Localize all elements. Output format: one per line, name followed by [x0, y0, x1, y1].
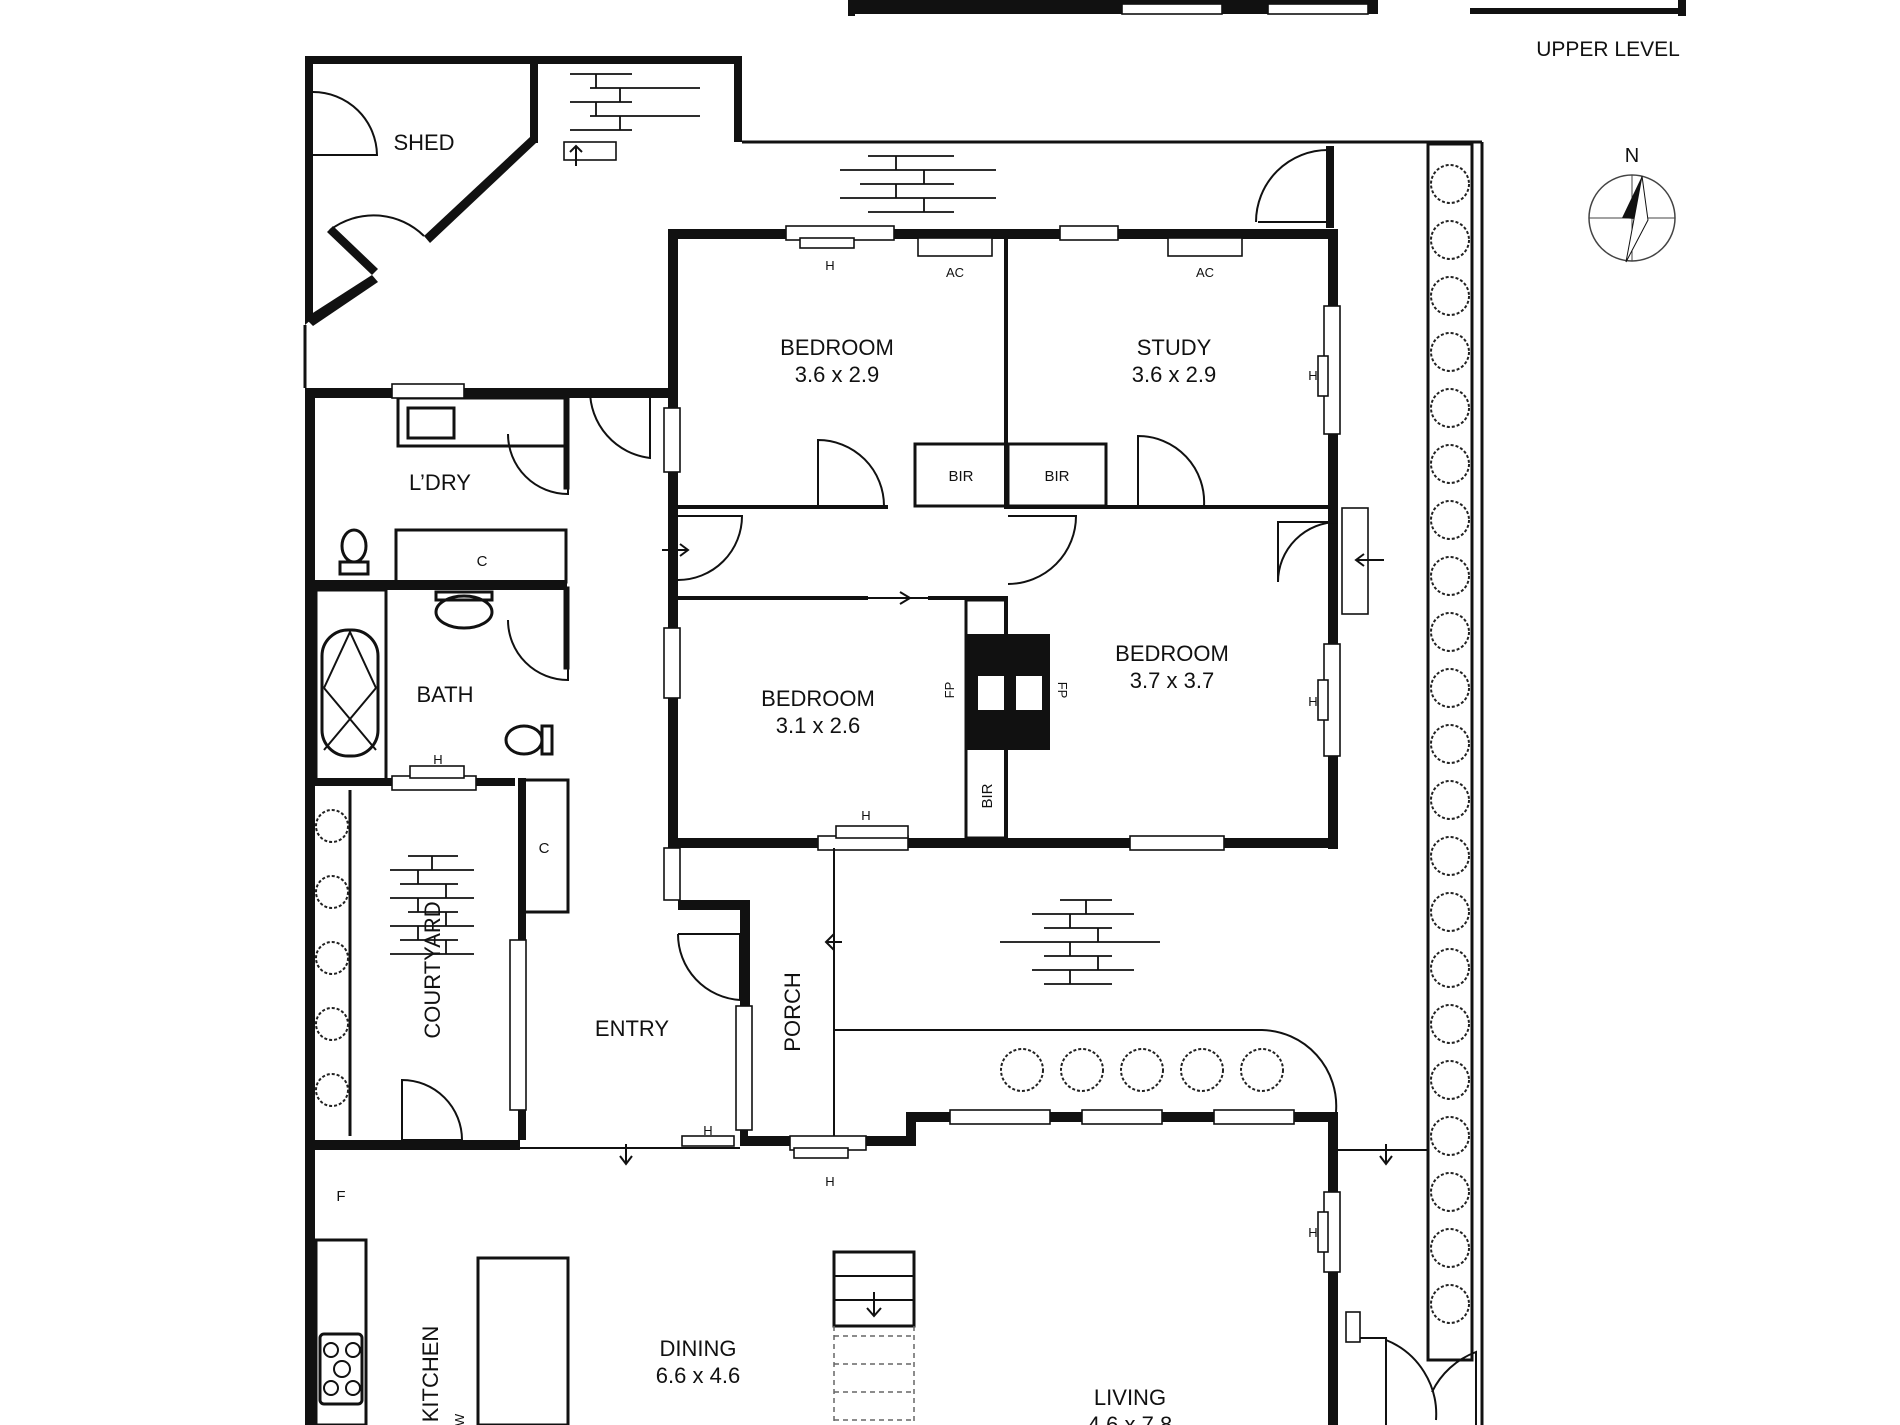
heater-label-1: H: [825, 258, 834, 273]
courtyard-area: [315, 790, 474, 1136]
fireplace-label-1: FP: [942, 682, 957, 699]
shrub: [315, 875, 349, 909]
shrub: [1430, 780, 1470, 820]
window-label: W: [452, 1413, 467, 1425]
living-label: LIVING: [1094, 1385, 1166, 1410]
heater-label-2: H: [1308, 368, 1317, 383]
bedroom-2-dimensions: 3.1 x 2.6: [776, 713, 860, 738]
cupboard-label-2: C: [539, 840, 550, 857]
dining-dimensions: 6.6 x 4.6: [656, 1363, 740, 1388]
shrub: [1430, 612, 1470, 652]
shrub: [1430, 668, 1470, 708]
kitchen-features: [314, 1238, 916, 1425]
upper-level-label: UPPER LEVEL: [1536, 38, 1680, 61]
shrub: [1060, 1048, 1104, 1092]
shrub: [1430, 1004, 1470, 1044]
shrub: [315, 1073, 349, 1107]
shrub: [315, 1007, 349, 1041]
shrub: [1430, 556, 1470, 596]
shrub: [1430, 836, 1470, 876]
shrub: [1430, 388, 1470, 428]
house-walls: [305, 229, 1338, 1425]
fixtures: [320, 406, 554, 758]
shrub: [1430, 892, 1470, 932]
shrub: [1430, 164, 1470, 204]
shrub: [1430, 1228, 1470, 1268]
shrub: [1430, 1172, 1470, 1212]
front-garden: [824, 848, 1338, 1136]
heater-label-4: H: [861, 808, 870, 823]
shrub: [315, 809, 349, 843]
heater-label-6: H: [703, 1123, 712, 1138]
shrub: [1430, 332, 1470, 372]
bath-label: BATH: [416, 682, 473, 707]
shrub: [1430, 1060, 1470, 1100]
heater-label-3: H: [1308, 694, 1317, 709]
shrub: [1180, 1048, 1224, 1092]
upper-level-plan: [848, 0, 1686, 16]
shrub: [1430, 444, 1470, 484]
bir-label-2: BIR: [1044, 468, 1069, 485]
bir-label-1: BIR: [948, 468, 973, 485]
door-swings: [401, 389, 1477, 1425]
bedroom-1-label: BEDROOM: [780, 335, 894, 360]
living-dimensions: 4.6 x 7.8: [1088, 1412, 1172, 1425]
shed-label: SHED: [393, 130, 454, 155]
shrub: [1430, 948, 1470, 988]
shrub: [1120, 1048, 1164, 1092]
compass-icon: [1588, 174, 1676, 263]
entry-label: ENTRY: [595, 1016, 669, 1041]
hall-arrows: [619, 507, 1428, 1166]
shrub: [1240, 1048, 1284, 1092]
dining-label: DINING: [660, 1336, 737, 1361]
heater-label-8: H: [1308, 1225, 1317, 1240]
shed-structure: [305, 56, 742, 326]
ac-label-2: AC: [1196, 265, 1214, 280]
north-label: N: [1625, 145, 1639, 167]
bedroom-1-dimensions: 3.6 x 2.9: [795, 362, 879, 387]
shrub: [1430, 1284, 1470, 1324]
study-dimensions: 3.6 x 2.9: [1132, 362, 1216, 387]
side-shrubs: [1430, 164, 1470, 1324]
bir-label-3: BIR: [979, 783, 996, 808]
shrub: [1430, 1116, 1470, 1156]
ac-label-1: AC: [946, 265, 964, 280]
kitchen-label: KITCHEN: [418, 1326, 443, 1423]
heater-label-5: H: [433, 752, 442, 767]
porch-label: PORCH: [780, 972, 805, 1051]
fridge-label: F: [336, 1188, 345, 1205]
laundry-label: L’DRY: [409, 470, 471, 495]
shrub: [1000, 1048, 1044, 1092]
shrub: [1430, 724, 1470, 764]
paving-pattern-top: [570, 73, 996, 213]
bedroom-3-label: BEDROOM: [1115, 641, 1229, 666]
cupboard-label-1: C: [477, 553, 488, 570]
bedroom-2-label: BEDROOM: [761, 686, 875, 711]
shrub: [1430, 276, 1470, 316]
courtyard-label: COURTYARD: [420, 901, 445, 1038]
heater-label-7: H: [825, 1174, 834, 1189]
heaters: [409, 237, 1329, 1253]
shrub: [315, 941, 349, 975]
study-label: STUDY: [1137, 335, 1212, 360]
shrub: [1430, 500, 1470, 540]
fireplace-label-2: FP: [1055, 682, 1070, 699]
shrub: [1430, 220, 1470, 260]
bedroom-3-dimensions: 3.7 x 3.7: [1130, 668, 1214, 693]
